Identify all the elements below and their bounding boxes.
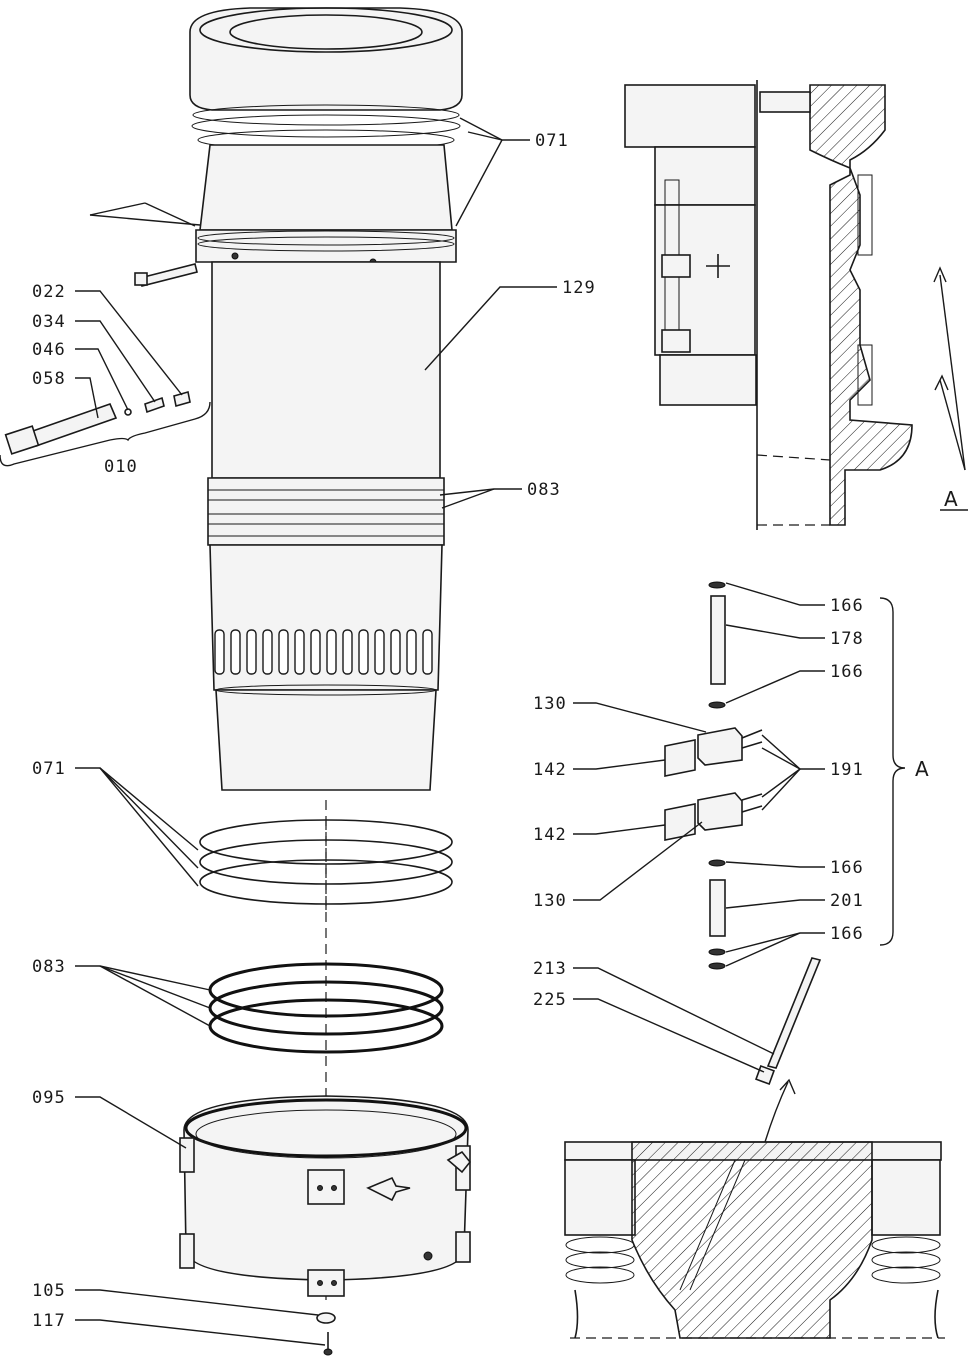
label-142-b: 142 xyxy=(533,825,567,845)
label-105: 105 xyxy=(32,1281,66,1301)
port-slot xyxy=(406,629,417,675)
label-071-top: 071 xyxy=(535,131,569,151)
washer-105 xyxy=(316,1312,336,1324)
port-slot xyxy=(246,629,257,675)
label-130-b: 130 xyxy=(533,891,567,911)
label-142-a: 142 xyxy=(533,760,567,780)
o-rings-071 xyxy=(199,819,453,910)
label-071-mid: 071 xyxy=(32,759,66,779)
label-010: 010 xyxy=(104,457,138,477)
label-166-c: 166 xyxy=(830,858,864,878)
section-view-bottom xyxy=(564,1078,945,1339)
label-129: 129 xyxy=(562,278,596,298)
label-178: 178 xyxy=(830,629,864,649)
section-view-top xyxy=(624,80,968,530)
label-083-mid: 083 xyxy=(32,957,66,977)
port-slot xyxy=(390,629,401,675)
leader-lines xyxy=(75,117,825,1346)
cylinder-liner-129 xyxy=(189,7,463,1300)
indicator-cock-assembly-010 xyxy=(0,202,211,467)
port-slot xyxy=(214,629,225,675)
detail-A-parts xyxy=(664,581,906,1085)
label-034: 034 xyxy=(32,312,66,332)
port-slot xyxy=(294,629,305,675)
label-166-d: 166 xyxy=(830,924,864,944)
label-166-a: 166 xyxy=(830,596,864,616)
label-046: 046 xyxy=(32,340,66,360)
port-slot xyxy=(310,629,321,675)
port-slot xyxy=(262,629,273,675)
port-slot xyxy=(358,629,369,675)
label-225: 225 xyxy=(533,990,567,1010)
label-section-A: A xyxy=(944,487,958,511)
label-022: 022 xyxy=(32,282,66,302)
scavenge-ports xyxy=(214,629,433,675)
label-083-top: 083 xyxy=(527,480,561,500)
label-201: 201 xyxy=(830,891,864,911)
port-slot xyxy=(230,629,241,675)
label-group-A: A xyxy=(915,757,929,781)
port-slot xyxy=(342,629,353,675)
cooling-jacket-095 xyxy=(179,1095,472,1297)
label-058: 058 xyxy=(32,369,66,389)
label-130-a: 130 xyxy=(533,694,567,714)
port-slot xyxy=(278,629,289,675)
port-slot xyxy=(422,629,433,675)
port-slot xyxy=(326,629,337,675)
label-117: 117 xyxy=(32,1311,66,1331)
part-labels: 071 129 022 034 046 058 010 083 071 083 … xyxy=(32,131,958,1331)
port-slot xyxy=(374,629,385,675)
label-191: 191 xyxy=(830,760,864,780)
label-166-b: 166 xyxy=(830,662,864,682)
label-213: 213 xyxy=(533,959,567,979)
screw-117 xyxy=(323,1332,333,1356)
label-095: 095 xyxy=(32,1088,66,1108)
